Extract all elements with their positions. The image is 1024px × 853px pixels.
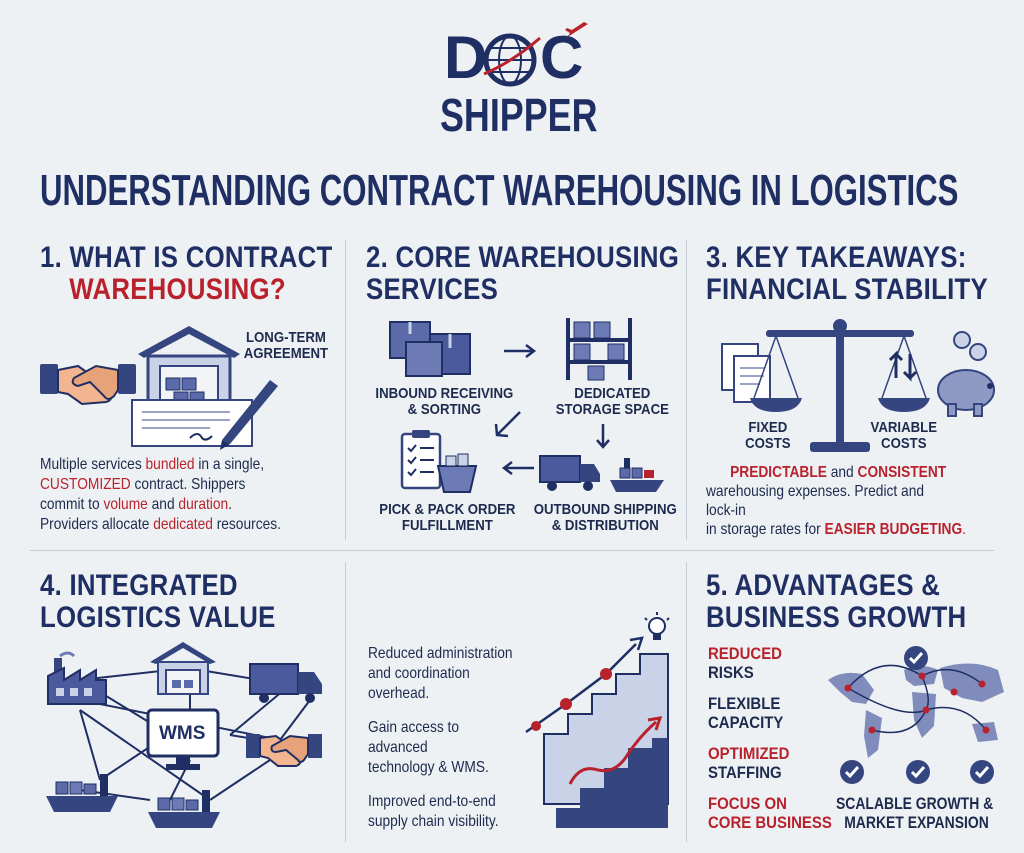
- arrow-icon: [596, 424, 610, 449]
- step-storage-label: DEDICATED STORAGE SPACE: [555, 385, 669, 418]
- divider: [686, 240, 687, 540]
- page-title: UNDERSTANDING CONTRACT WAREHOUSING IN LO…: [40, 166, 959, 215]
- divider: [30, 550, 994, 551]
- handshake-icon: [40, 364, 136, 406]
- step-pick-pack-label: PICK & PACK ORDER FULFILLMENT: [379, 501, 516, 534]
- section4b-text: Reduced administration and coordination …: [368, 645, 513, 830]
- checkmark-icon: [970, 760, 994, 784]
- section3-body: PREDICTABLE and CONSISTENT warehousing e…: [706, 464, 966, 538]
- divider: [345, 562, 346, 842]
- truck-icon: [249, 663, 322, 703]
- checkmark-icon: [906, 760, 930, 784]
- logo-letter-c: C: [540, 24, 584, 91]
- label-long-term: LONG-TERM AGREEMENT: [243, 329, 329, 362]
- logo: D C SHIPPER: [430, 20, 610, 145]
- wms-label: WMS: [159, 723, 206, 744]
- section4-heading: 4. INTEGRATED LOGISTICS VALUE: [40, 569, 276, 634]
- step-inbound-label: INBOUND RECEIVING & SORTING: [375, 385, 514, 418]
- checklist-basket-icon: [400, 430, 478, 493]
- variable-costs-label: VARIABLE COSTS: [870, 419, 938, 452]
- truck-ship-icon: [539, 455, 664, 492]
- growth-stairs-icon: [525, 636, 669, 828]
- step-outbound-label: OUTBOUND SHIPPING & DISTRIBUTION: [533, 501, 677, 534]
- section2-heading: 2. CORE WAREHOUSING SERVICES: [366, 241, 680, 306]
- section5-heading: 5. ADVANTAGES & BUSINESS GROWTH: [706, 569, 967, 634]
- storage-rack-icon: [566, 318, 632, 381]
- section1-body: Multiple services bundled in a single, C…: [40, 456, 281, 533]
- warehouse-icon: [150, 642, 216, 695]
- wms-monitor-icon: [146, 708, 220, 770]
- fixed-costs-label: FIXED COSTS: [745, 419, 791, 452]
- piggy-bank-icon: [937, 331, 995, 417]
- handshake-icon: [246, 734, 322, 767]
- logo-letter-d: D: [444, 24, 488, 91]
- boxes-icon: [389, 321, 471, 377]
- lightbulb-icon: [644, 612, 670, 640]
- factory-icon: [47, 651, 107, 705]
- checkmark-icon: [904, 646, 928, 670]
- section1-heading: 1. WHAT IS CONTRACT WAREHOUSING?: [40, 241, 333, 306]
- globe-icon: [483, 33, 541, 87]
- balance-scale-icon: [750, 319, 930, 452]
- checkmark-icon: [840, 760, 864, 784]
- arrow-icon: [501, 461, 534, 475]
- arrow-icon: [504, 344, 537, 358]
- divider: [686, 562, 687, 842]
- divider: [345, 240, 346, 540]
- world-map-icon: [828, 663, 1004, 758]
- contract-pen-icon: [131, 380, 278, 450]
- documents-icon: [721, 343, 771, 403]
- logo-shipper: SHIPPER: [440, 89, 598, 141]
- arrow-icon: [494, 411, 521, 438]
- scalable-growth-label: SCALABLE GROWTH & MARKET EXPANSION: [836, 794, 994, 832]
- ship-icon: [148, 790, 220, 828]
- ship-icon: [46, 774, 118, 812]
- airplane-icon: [565, 22, 588, 38]
- section3-heading: 3. KEY TAKEAWAYS: FINANCIAL STABILITY: [706, 241, 989, 306]
